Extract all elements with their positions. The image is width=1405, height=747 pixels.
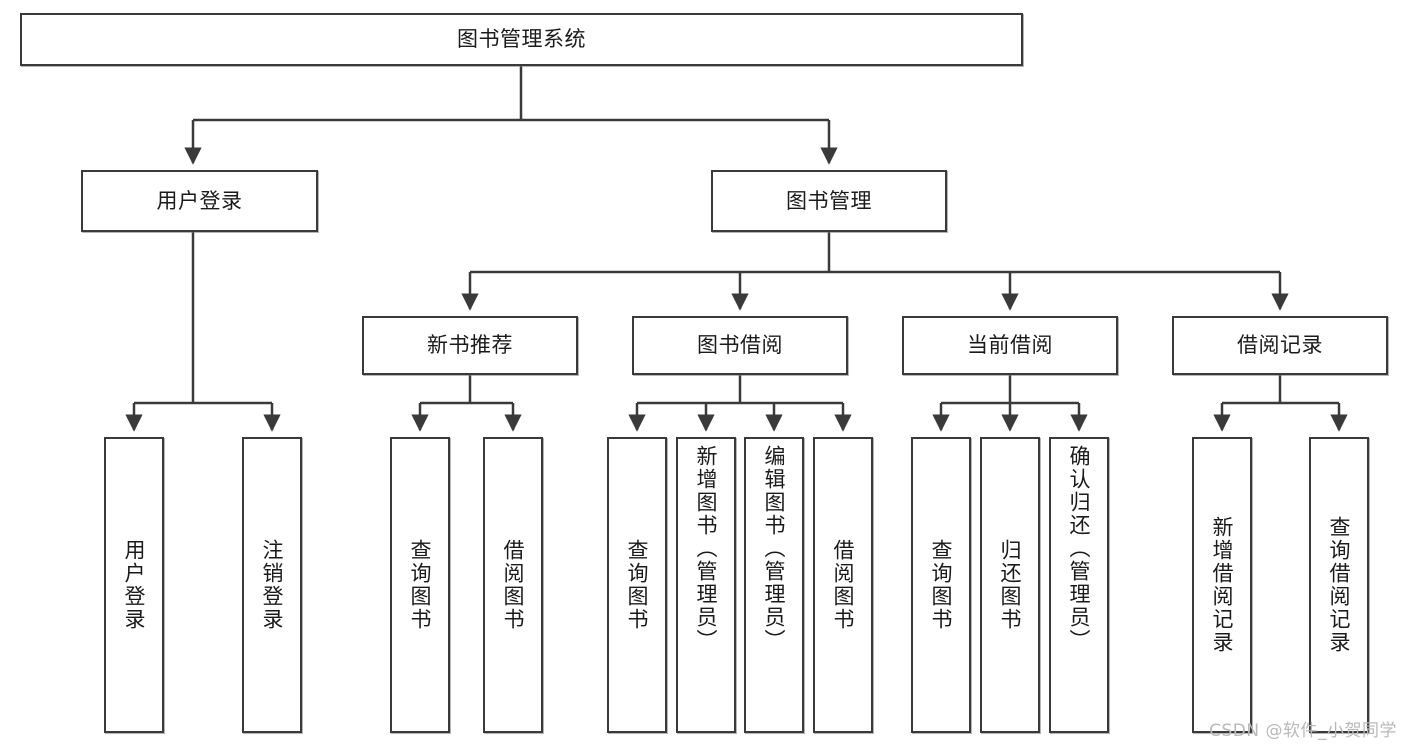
leaf-borrow-borrow-book[interactable]: 借阅图书 xyxy=(813,437,873,733)
node-new-book-recommend[interactable]: 新书推荐 xyxy=(362,316,578,375)
leaf-current-query-book[interactable]: 查询图书 xyxy=(911,437,971,733)
node-book-management[interactable]: 图书管理 xyxy=(711,170,947,232)
leaf-user-login-signin[interactable]: 用户登录 xyxy=(104,437,164,733)
node-label: 用户登录 xyxy=(156,188,243,213)
leaf-current-return-book[interactable]: 归还图书 xyxy=(980,437,1040,733)
leaf-record-query-record[interactable]: 查询借阅记录 xyxy=(1309,437,1369,733)
node-label: 图书借阅 xyxy=(697,333,783,358)
node-label: 当前借阅 xyxy=(967,333,1053,358)
node-book-borrow[interactable]: 图书借阅 xyxy=(632,316,848,375)
node-label: 图书管理 xyxy=(786,188,872,213)
node-root-system[interactable]: 图书管理系统 xyxy=(20,13,1023,66)
node-label: 新增图书（管理员） xyxy=(694,445,719,652)
node-label: 编辑图书（管理员） xyxy=(762,445,787,652)
node-label: 查询图书 xyxy=(625,539,650,631)
node-label: 用户登录 xyxy=(122,539,147,631)
leaf-borrow-query-book[interactable]: 查询图书 xyxy=(607,437,667,733)
leaf-current-confirm-return-admin[interactable]: 确认归还（管理员） xyxy=(1049,437,1109,733)
leaf-borrow-add-book-admin[interactable]: 新增图书（管理员） xyxy=(676,437,736,733)
leaf-record-add-record[interactable]: 新增借阅记录 xyxy=(1192,437,1252,733)
node-label: 借阅图书 xyxy=(501,539,526,631)
node-label: 查询图书 xyxy=(929,539,954,631)
node-label: 查询图书 xyxy=(408,539,433,631)
node-label: 借阅记录 xyxy=(1237,333,1323,358)
watermark-text: CSDN @软件_小贺同学 xyxy=(1209,721,1397,741)
node-current-borrow[interactable]: 当前借阅 xyxy=(902,316,1118,375)
leaf-user-login-signout[interactable]: 注销登录 xyxy=(242,437,302,733)
leaf-recommend-borrow-book[interactable]: 借阅图书 xyxy=(483,437,543,733)
node-label: 确认归还（管理员） xyxy=(1067,445,1092,652)
node-label: 新书推荐 xyxy=(427,333,513,358)
node-label: 注销登录 xyxy=(260,539,285,631)
node-user-login[interactable]: 用户登录 xyxy=(81,170,318,232)
leaf-borrow-edit-book-admin[interactable]: 编辑图书（管理员） xyxy=(744,437,804,733)
node-borrow-record[interactable]: 借阅记录 xyxy=(1172,316,1388,375)
leaf-recommend-query-book[interactable]: 查询图书 xyxy=(390,437,450,733)
node-label: 图书管理系统 xyxy=(457,27,586,52)
node-label: 查询借阅记录 xyxy=(1327,516,1352,654)
node-label: 新增借阅记录 xyxy=(1210,516,1235,654)
node-label: 借阅图书 xyxy=(831,539,856,631)
node-label: 归还图书 xyxy=(998,539,1023,631)
